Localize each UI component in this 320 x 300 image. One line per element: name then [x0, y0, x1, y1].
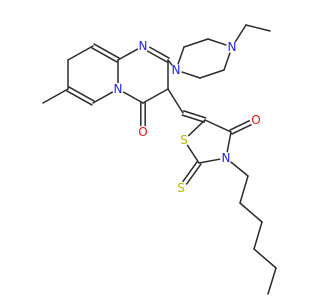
double-bond [91, 47, 118, 63]
single-bond [198, 158, 221, 164]
single-bond [230, 161, 249, 177]
double-bond [231, 124, 252, 135]
single-bond [267, 267, 277, 295]
nitrogen-symbol: N [139, 39, 148, 53]
double-bond [146, 50, 168, 63]
single-bond [142, 88, 169, 104]
single-bond [239, 175, 249, 204]
single-bond [186, 144, 200, 164]
single-bond [199, 69, 225, 79]
double-bond [68, 86, 95, 102]
single-bond [122, 91, 144, 104]
single-bond [234, 24, 247, 43]
double-bond [66, 90, 93, 106]
nitrogen-symbol: N [222, 151, 231, 165]
single-bond [239, 202, 263, 223]
single-bond [181, 71, 201, 79]
nitrogen-atom-label: N [139, 39, 148, 53]
single-bond [67, 45, 94, 61]
oxygen-symbol: O [251, 113, 260, 127]
sulfur-symbol: S [180, 133, 188, 147]
oxygen-atom-label: O [251, 113, 260, 127]
single-bond [117, 48, 139, 61]
sulfur-atom-label: S [177, 181, 185, 195]
nitrogen-atom-label: N [114, 82, 123, 96]
single-bond [167, 88, 184, 114]
double-bond [182, 110, 207, 119]
nitrogen-atom-label: N [222, 151, 231, 165]
oxygen-atom-label: O [138, 125, 147, 139]
nitrogen-symbol: N [228, 40, 237, 54]
single-bond [187, 119, 206, 137]
double-bond [149, 46, 170, 59]
sulfur-symbol: S [177, 181, 185, 195]
nitrogen-atom-label: N [228, 40, 237, 54]
molecule-structure-diagram: N N N N N O O S S [42, 24, 277, 295]
single-bond [245, 24, 271, 32]
atoms-layer: N N N N N O O S S [114, 39, 261, 195]
single-bond [253, 248, 277, 269]
single-bond [92, 91, 114, 104]
single-bond [226, 131, 232, 153]
bonds-layer [42, 24, 277, 295]
single-bond [177, 46, 185, 65]
double-bond [182, 160, 198, 183]
nitrogen-symbol: N [114, 82, 123, 96]
double-bond [185, 163, 202, 185]
nitrogen-symbol: N [172, 63, 181, 77]
single-bond [204, 119, 232, 133]
single-bond [223, 52, 231, 71]
single-bond [167, 59, 173, 66]
nitrogen-atom-label: N [172, 63, 181, 77]
single-bond [207, 38, 227, 46]
sulfur-atom-label: S [180, 133, 188, 147]
single-bond [42, 88, 69, 104]
oxygen-symbol: O [138, 125, 147, 139]
double-bond [93, 43, 120, 59]
single-bond [253, 221, 263, 250]
double-bond [229, 120, 250, 131]
single-bond [183, 38, 209, 48]
double-bond [181, 114, 206, 123]
